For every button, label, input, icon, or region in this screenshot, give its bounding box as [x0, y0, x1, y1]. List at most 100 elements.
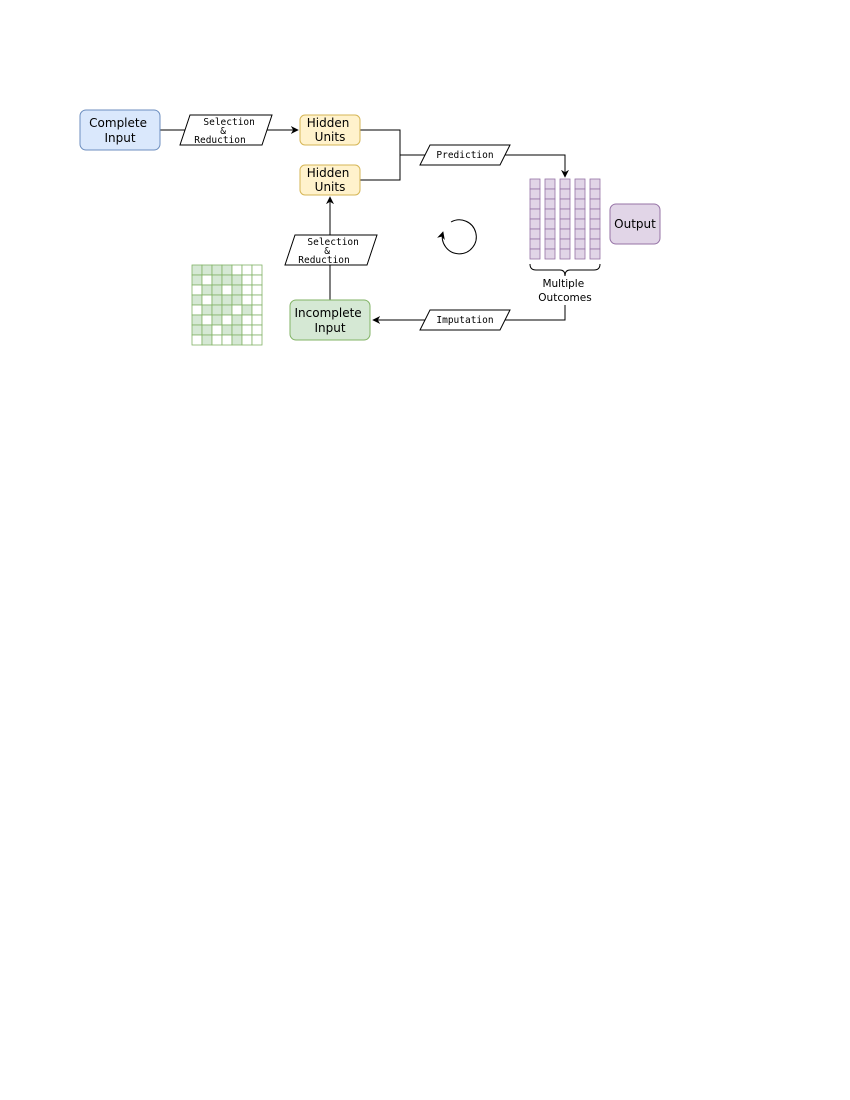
outcome-cell: [589, 208, 601, 220]
multiple-outcomes-line2: Outcomes: [538, 292, 591, 304]
incomplete-input-node: Incomplete Input: [289, 299, 371, 341]
svg-text:Selection & Reduct: Selection & Reduction: [194, 117, 260, 146]
outcome-column: [529, 178, 541, 260]
grid-cell-missing: [251, 304, 263, 316]
grid-cell-missing: [191, 284, 203, 296]
output-text: Output: [614, 217, 656, 231]
outcome-cell: [544, 248, 556, 260]
grid-cell-missing: [241, 294, 253, 306]
outcome-cell: [529, 218, 541, 230]
grid-cell-missing: [221, 314, 233, 326]
grid-cell-observed: [191, 274, 203, 286]
grid-cell-missing: [251, 324, 263, 336]
outcome-column: [574, 178, 586, 260]
grid-cell-missing: [251, 334, 263, 346]
outcome-cell: [544, 208, 556, 220]
multiple-outcomes-stack: Multiple Outcomes: [529, 178, 601, 304]
outcome-cell: [589, 188, 601, 200]
grid-cell-observed: [231, 324, 243, 336]
ampersand-label-top: &: [220, 126, 226, 137]
grid-cell-observed: [231, 314, 243, 326]
grid-cell-observed: [221, 304, 233, 316]
selection-reduction-bottom: Selection & Reduction: [284, 234, 378, 266]
missing-data-grid: [191, 264, 263, 346]
outcome-column: [589, 178, 601, 260]
prediction-text: Prediction: [436, 150, 493, 161]
grid-cell-missing: [241, 324, 253, 336]
outcome-cell: [529, 248, 541, 260]
grid-cell-missing: [221, 334, 233, 346]
incomplete-input-line1: Incomplete: [294, 306, 361, 320]
edge-hidden-to-merge: [360, 129, 401, 181]
grid-cell-observed: [211, 304, 223, 316]
reduction-label-top: Reduction: [194, 135, 245, 146]
outcome-cell: [574, 178, 586, 190]
grid-cell-missing: [241, 334, 253, 346]
grid-cell-observed: [211, 294, 223, 306]
prediction-label: Prediction: [419, 144, 511, 166]
outcome-cell: [544, 188, 556, 200]
outcome-cell: [559, 238, 571, 250]
grid-cell-observed: [201, 334, 213, 346]
outcome-cell: [544, 238, 556, 250]
grid-cell-missing: [251, 294, 263, 306]
ampersand-label-bottom: &: [324, 246, 330, 257]
grid-cell-missing: [241, 274, 253, 286]
grid-cell-observed: [201, 304, 213, 316]
multiple-outcomes-line1: Multiple: [542, 278, 584, 290]
grid-cell-observed: [241, 304, 253, 316]
grid-cell-missing: [241, 264, 253, 276]
outcome-cell: [574, 198, 586, 210]
outcome-cell: [574, 218, 586, 230]
grid-cell-observed: [221, 324, 233, 336]
grid-cell-missing: [231, 264, 243, 276]
grid-cell-missing: [211, 334, 223, 346]
outcome-cell: [544, 228, 556, 240]
outcome-cell: [574, 238, 586, 250]
complete-input-node: Complete Input: [79, 109, 161, 151]
grid-cell-observed: [231, 284, 243, 296]
grid-cell-missing: [231, 304, 243, 316]
grid-cell-observed: [191, 294, 203, 306]
grid-cell-observed: [201, 284, 213, 296]
outcome-cell: [574, 188, 586, 200]
outcome-cell: [559, 248, 571, 260]
outcomes-brace: [529, 263, 601, 277]
outcome-cell: [544, 198, 556, 210]
grid-cell-observed: [221, 264, 233, 276]
grid-cell-missing: [251, 274, 263, 286]
selection-reduction-top: Selection & Reduction: [179, 114, 273, 146]
svg-text:Selection & Reduct: Selection & Reduction: [298, 237, 364, 266]
output-node: Output: [609, 203, 661, 245]
grid-cell-observed: [221, 274, 233, 286]
outcome-cell: [529, 198, 541, 210]
outcome-cell: [559, 198, 571, 210]
grid-cell-observed: [191, 314, 203, 326]
outcome-cell: [544, 178, 556, 190]
grid-cell-observed: [221, 294, 233, 306]
svg-text:Incomplete Input: Incomplete Input: [294, 306, 365, 335]
grid-cell-missing: [251, 284, 263, 296]
outcome-cell: [559, 228, 571, 240]
outcome-cell: [574, 228, 586, 240]
outcome-cell: [559, 208, 571, 220]
grid-cell-observed: [211, 314, 223, 326]
grid-cell-observed: [191, 324, 203, 336]
hidden-units-top-line1: Hidden: [307, 116, 350, 130]
hidden-units-bottom-line2: Units: [315, 180, 346, 194]
complete-input-line1: Complete: [89, 116, 147, 130]
svg-text:Complete Input: Complete Input: [89, 116, 151, 145]
outcome-cell: [559, 178, 571, 190]
outcome-cell: [589, 228, 601, 240]
outcome-column: [544, 178, 556, 260]
grid-cell-missing: [191, 334, 203, 346]
outcome-cell: [559, 188, 571, 200]
grid-cell-observed: [231, 334, 243, 346]
outcome-cell: [589, 218, 601, 230]
outcome-cell: [529, 228, 541, 240]
grid-cell-missing: [201, 294, 213, 306]
outcome-cell: [529, 178, 541, 190]
outcome-cell: [589, 178, 601, 190]
outcome-cell: [544, 218, 556, 230]
